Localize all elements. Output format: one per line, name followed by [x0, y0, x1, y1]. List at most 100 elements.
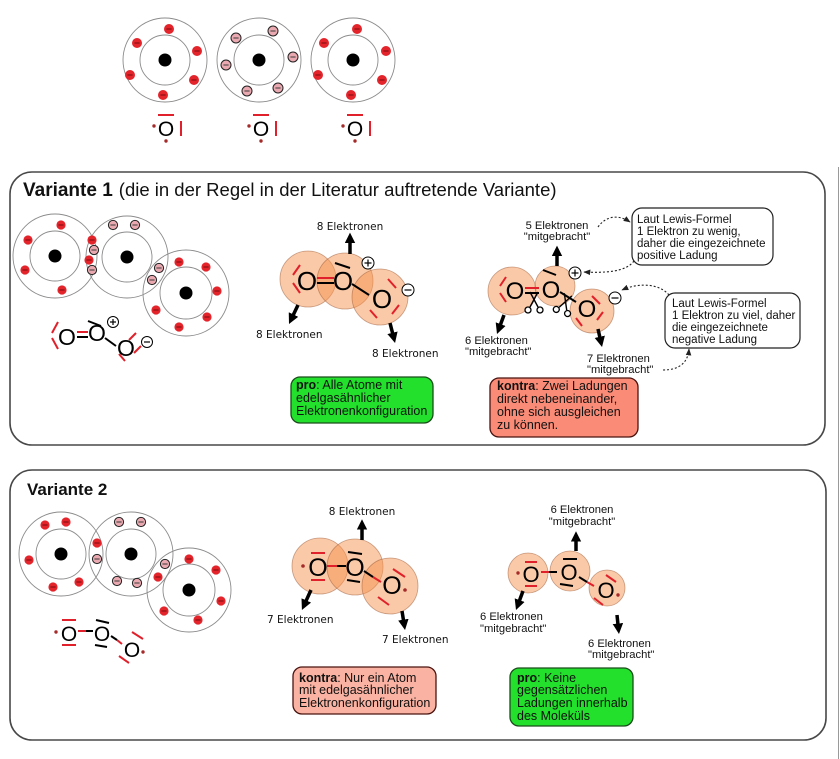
scissors-icon	[524, 291, 544, 314]
lone-pair-bar	[499, 276, 507, 287]
electron-red	[201, 262, 211, 272]
electron-pink	[91, 553, 103, 565]
single-bond-line	[559, 291, 577, 303]
electron-contribution-label: "mitgebracht"	[587, 364, 653, 376]
contra-line: mit edelgasähnlicher	[299, 683, 414, 697]
variant-2-contra-note: kontra: Nur ein Atom mit edelgasähnliche…	[292, 666, 437, 715]
electron-pink	[113, 516, 125, 528]
lone-pair-bar	[392, 568, 406, 578]
electron-pink	[111, 575, 123, 587]
variant-2-shell-models	[18, 511, 232, 633]
inner-electron-shell	[35, 528, 87, 580]
lone-pair-bar	[51, 321, 59, 334]
outer-electron-shell	[18, 511, 104, 597]
pro-box	[290, 376, 434, 424]
lone-pair-bar	[387, 278, 397, 289]
arrow-down-left-icon	[288, 304, 300, 324]
electron-red	[40, 520, 50, 530]
element-symbol: O	[382, 572, 401, 600]
atom-nucleus	[48, 249, 62, 263]
contra-text: : Nur ein Atom	[337, 671, 416, 685]
electron-count-label: 8 Elektronen	[372, 348, 439, 360]
element-symbol: O	[597, 578, 614, 603]
pro-line: gegensätzlichen	[517, 683, 607, 697]
electron-pink	[129, 219, 141, 231]
contra-box	[292, 666, 437, 715]
electron-red	[381, 46, 391, 56]
single-electron-dot	[341, 124, 345, 128]
electron-contribution-label: 5 Elektronen	[526, 220, 589, 232]
atom-nucleus	[182, 583, 196, 597]
electron-red	[174, 322, 184, 332]
variant-1-panel: Variante 1 (die in der Regel in der Liter…	[9, 171, 826, 446]
single-electron-dot	[141, 650, 145, 654]
electron-red	[193, 615, 203, 625]
lewis-symbol-atom-3: O	[341, 114, 371, 143]
element-symbol: O	[124, 639, 140, 662]
inner-electron-shell	[162, 563, 216, 617]
contra-line: kontra: Nur ein Atom	[299, 671, 416, 685]
lone-pair-bar	[334, 262, 351, 269]
positive-charge-icon	[107, 316, 119, 328]
scissors-blade	[558, 295, 573, 308]
callout-text: positive Ladung	[637, 250, 718, 262]
electron-pink	[131, 577, 143, 589]
electron-red	[192, 46, 202, 56]
element-symbol: O	[297, 266, 317, 296]
contra-line: zu können.	[497, 418, 558, 432]
arrow-down-icon	[398, 610, 409, 630]
negative-charge-icon	[141, 336, 153, 348]
element-symbol: O	[372, 284, 392, 314]
pro-line: edelgasähnlicher	[296, 391, 391, 405]
pro-line: Elektronenkonfiguration	[296, 404, 427, 418]
element-symbol: O	[308, 554, 327, 582]
electron-contribution-label: "mitgebracht"	[549, 516, 615, 528]
variant-1-title-note: (die in der Regel in der Literatur auftr…	[119, 179, 557, 200]
variant-1-title-bold: Variante 1	[23, 180, 113, 201]
element-symbol: O	[158, 118, 174, 141]
element-symbol: O	[506, 278, 525, 305]
variant-2-panel: Variante 2 O O O	[9, 469, 827, 741]
electron-contribution-label: 6 Elektronen	[465, 335, 528, 347]
single-electron-dot	[616, 593, 620, 597]
variant-1-contribution-view: O O O	[465, 207, 801, 376]
lone-pair-bar	[591, 295, 601, 305]
dashed-arrow-icon	[621, 284, 670, 296]
element-symbol: O	[117, 335, 135, 361]
lone-pair-bar	[94, 644, 108, 648]
inner-electron-shell	[29, 230, 81, 282]
electron-pink	[241, 85, 253, 97]
electron-red	[377, 75, 387, 85]
variant-1-title: Variante 1 (die in der Regel in der Liter…	[23, 179, 557, 201]
electron-contribution-label: "mitgebracht"	[524, 231, 590, 243]
lone-pair-bar	[131, 631, 144, 640]
contra-box	[489, 377, 639, 438]
callout-text: die eingezeichnete	[672, 322, 768, 334]
positive-charge-icon	[361, 256, 375, 270]
atom-nucleus	[252, 53, 266, 67]
outer-electron-shell	[216, 17, 302, 103]
pro-line: des Moleküls	[517, 709, 590, 723]
single-electron-dot	[54, 630, 58, 634]
electron-red	[56, 220, 66, 230]
lone-pair-bar	[118, 353, 126, 362]
element-symbol: O	[542, 277, 561, 304]
single-bond-line	[586, 581, 595, 587]
element-symbol: O	[522, 562, 539, 587]
electron-red	[125, 70, 135, 80]
scissors-handle	[536, 306, 544, 314]
variant-2-pro-note: pro: Keine gegensätzlichen Ladungen inne…	[509, 667, 634, 727]
outer-electron-shell	[146, 547, 232, 633]
electron-red	[346, 90, 356, 100]
arrow-down-left-icon	[514, 590, 525, 610]
pro-line: pro: Alle Atome mit	[296, 378, 403, 392]
electron-contribution-label: 7 Elektronen	[587, 353, 650, 365]
electron-red	[158, 90, 168, 100]
lone-pair-bar	[95, 619, 110, 624]
inner-electron-shell	[159, 266, 213, 320]
variant-1-shell-models	[12, 213, 230, 337]
electron-pink	[135, 516, 147, 528]
electron-pink	[287, 51, 299, 63]
lone-pair-bar	[346, 579, 361, 583]
